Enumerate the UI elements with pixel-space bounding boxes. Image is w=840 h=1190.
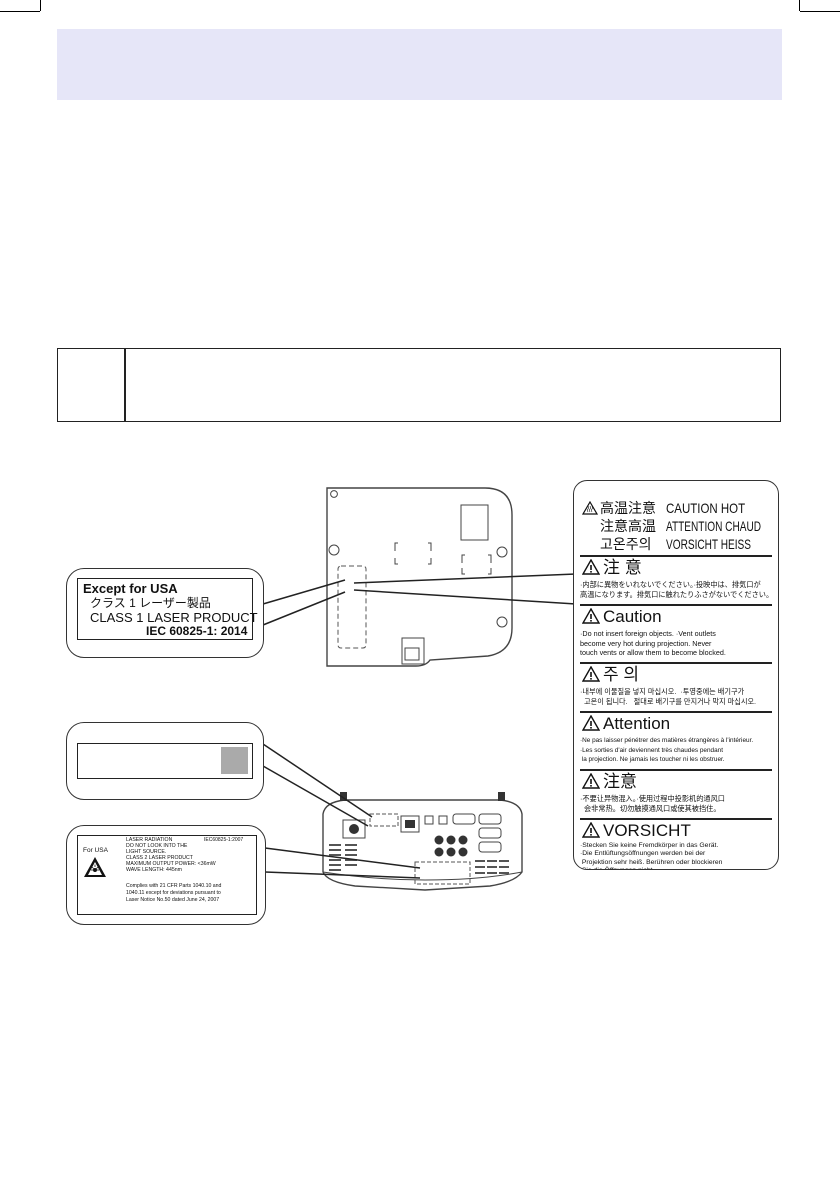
usa-laser-line-4: CLASS 2 LASER PRODUCT xyxy=(126,855,193,861)
model-label-inner xyxy=(77,743,253,779)
usa-laser-compliance-3: Laser Notice No.50 dated June 24, 2007 xyxy=(126,897,220,903)
caution-hot-warning-card: 高温注意 CAUTION HOT 注意高温 ATTENTION CHAUD 고온… xyxy=(573,480,779,870)
laser-class-1-label: Except for USA クラス 1 レーザー製品 CLASS 1 LASE… xyxy=(66,568,264,658)
section-title-jp: 注 意 xyxy=(582,559,642,576)
label-except-usa: Except for USA xyxy=(83,581,178,596)
crop-mark-top-left-h xyxy=(0,11,40,12)
section-body-en: ·Do not insert foreign objects. ·Vent ou… xyxy=(580,629,726,658)
placeholder-square xyxy=(221,747,248,774)
usa-laser-for-usa: For USA xyxy=(83,847,108,854)
crop-mark-top-right-v xyxy=(799,0,800,11)
hot-ko: 고온주의 xyxy=(600,536,652,552)
projector-rear-view xyxy=(322,792,523,891)
section-body-fr: ·Ne pas laisser pénétrer des matières ét… xyxy=(580,737,754,764)
label-iec-standard: IEC 60825-1: 2014 xyxy=(146,624,248,638)
model-label-callout xyxy=(66,722,264,800)
note-divider xyxy=(124,349,126,421)
usa-laser-line-1: LASER RADIATION xyxy=(126,837,173,843)
usa-laser-label: For USA IEC60825-1:2007 LASER RADIATION … xyxy=(66,825,266,925)
usa-laser-header-right: IEC60825-1:2007 xyxy=(204,837,244,843)
hot-surface-warning-icon xyxy=(582,501,598,515)
usa-laser-line-3: LIGHT SOURCE. xyxy=(126,849,167,855)
section-body-zh: ·不要让异物混入。·使用过程中投影机的通风口 会非常热。切勿触摸通风口或使其被挡… xyxy=(580,794,725,813)
section-body-de: ·Stecken Sie keine Fremdkörper in das Ge… xyxy=(580,842,723,869)
projector-bottom-view xyxy=(326,487,513,667)
section-title-zh: 注意 xyxy=(582,773,637,790)
label-japanese-class: クラス 1 レーザー製品 xyxy=(90,596,211,610)
usa-laser-line-5: MAXIMUM OUTPUT POWER: <36mW xyxy=(126,861,216,867)
crop-mark-top-left-v xyxy=(40,0,41,11)
warning-divider xyxy=(580,555,772,557)
hot-de: VORSICHT HEISS xyxy=(666,536,751,552)
usa-laser-line-2: DO NOT LOOK INTO THE xyxy=(126,843,188,849)
note-box xyxy=(57,348,781,422)
hot-en: CAUTION HOT xyxy=(666,500,746,516)
section-body-jp: ·内部に異物をいれないでください。·投映中は、排気口が 高温になります。排気口に… xyxy=(580,580,774,599)
warning-divider xyxy=(580,604,772,606)
usa-laser-label-inner: For USA IEC60825-1:2007 LASER RADIATION … xyxy=(77,835,257,915)
section-header-band xyxy=(57,29,782,100)
section-body-ko: ·내부에 이물질을 넣지 마십시오. ·투영중에는 배기구가 고온이 됩니다. … xyxy=(580,687,757,706)
hot-jp-2: 注意高温 xyxy=(600,518,656,534)
section-title-ko: 주 의 xyxy=(582,666,639,683)
usa-laser-line-6: WAVE LENGTH: 445nm xyxy=(126,867,182,873)
laser-hazard-icon xyxy=(84,857,106,877)
label-class-1-laser: CLASS 1 LASER PRODUCT xyxy=(90,610,258,625)
warning-divider xyxy=(580,711,772,713)
warning-divider xyxy=(580,818,772,820)
section-title-de: VORSICHT xyxy=(582,822,691,839)
section-title-fr: Attention xyxy=(582,715,670,732)
warning-divider xyxy=(580,769,772,771)
crop-mark-top-right-h xyxy=(800,11,840,12)
warning-divider xyxy=(580,662,772,664)
hot-jp-1: 高温注意 xyxy=(600,500,656,516)
usa-laser-compliance-2: 1040.11 except for deviations pursuant t… xyxy=(126,890,221,896)
usa-laser-compliance-1: Complies with 21 CFR Parts 1040.10 and xyxy=(126,883,222,889)
section-title-en: Caution xyxy=(582,608,662,625)
laser-class-1-label-inner: Except for USA クラス 1 レーザー製品 CLASS 1 LASE… xyxy=(77,578,258,640)
hot-fr: ATTENTION CHAUD xyxy=(666,518,762,534)
